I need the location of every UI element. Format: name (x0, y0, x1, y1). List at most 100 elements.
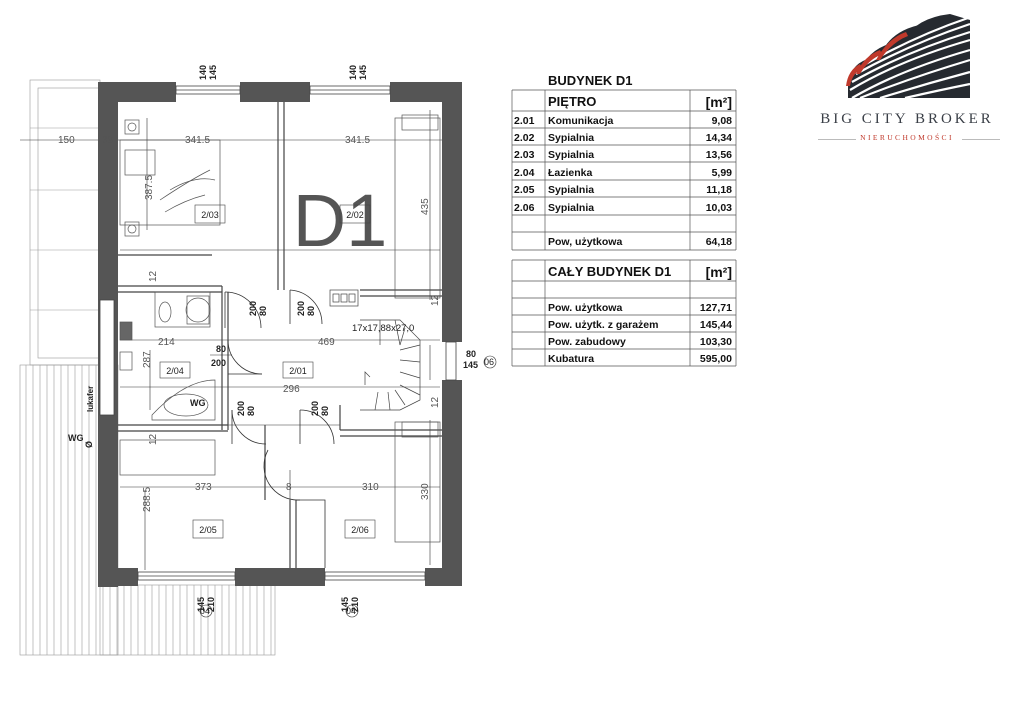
windows (99, 85, 457, 581)
opening-text: 80 (306, 306, 316, 316)
row-name: Łazienka (548, 167, 593, 179)
opening-text: 210 (350, 597, 360, 612)
opening-text: 145 (340, 597, 350, 612)
dim-text: 296 (283, 384, 300, 395)
room-tags: 2/03 2/02 2/04 2/01 2/05 2/06 (159, 204, 376, 539)
row-number: 2.04 (514, 167, 535, 179)
opening-text: 140 (348, 65, 358, 80)
table-texts: BUDYNEK D1 PIĘTRO [m²] 2.01 Komunikacja … (514, 73, 732, 365)
row-value: 127,71 (700, 302, 732, 314)
row-number: 2.05 (514, 184, 535, 196)
room-tag: 2/02 (346, 210, 364, 220)
dim-text: 288.5 (142, 487, 153, 512)
brand-divider (962, 139, 1000, 140)
opening-text: 200 (211, 358, 226, 368)
staircase (329, 289, 421, 411)
opening-text: 145 (463, 360, 478, 370)
wg-symbol: Ø (84, 441, 94, 448)
brand-name: BIG CITY BROKER (820, 111, 994, 127)
total-label: Pow, użytkowa (548, 236, 622, 248)
brand-subtitle: NIERUCHOMOŚCI (860, 133, 954, 142)
row-name: Kubatura (548, 353, 594, 365)
row-name: Pow. zabudowy (548, 336, 626, 348)
terrace-area (19, 79, 276, 656)
table-header-unit: [m²] (706, 94, 732, 110)
dim-text: 12 (148, 270, 159, 282)
row-name: Komunikacja (548, 115, 614, 127)
room-tag: 2/04 (166, 366, 184, 376)
opening-text: 140 (198, 65, 208, 80)
opening-text: 200 (296, 301, 306, 316)
dim-text: 150 (58, 135, 75, 146)
dim-text: 310 (362, 482, 379, 493)
wg-label: WG (68, 433, 84, 443)
row-name: Pow. użytkowa (548, 302, 622, 314)
dim-text: 214 (158, 337, 175, 348)
row-name: Sypialnia (548, 132, 594, 144)
opening-text: 80 (258, 306, 268, 316)
row-name: Sypialnia (548, 184, 594, 196)
dim-text: 12 (430, 396, 441, 408)
brand-logo-icon (846, 14, 971, 100)
opening-text: 04 (346, 606, 356, 616)
dim-text: 469 (318, 337, 335, 348)
dim-text: 12 (148, 433, 159, 445)
dim-text: 387.5 (144, 175, 155, 200)
total-value: 64,18 (706, 236, 732, 248)
brand-divider (818, 139, 856, 140)
dim-text: 373 (195, 482, 212, 493)
opening-text: 145 (208, 65, 218, 80)
row-area: 13,56 (706, 149, 732, 161)
row-name: Sypialnia (548, 149, 594, 161)
room-tag: 2/06 (351, 525, 369, 535)
dim-text: 287 (142, 351, 153, 368)
lukafer-label: lukafer (86, 386, 95, 412)
opening-text: 200 (248, 301, 258, 316)
area-table-floor (511, 89, 737, 251)
opening-text: 80 (246, 406, 256, 416)
opening-text: 145 (196, 597, 206, 612)
opening-text: 80 (216, 344, 226, 354)
opening-text: 80 (320, 406, 330, 416)
table-header-unit: [m²] (706, 264, 732, 280)
opening-text: 80 (466, 349, 476, 359)
dim-text: 8 (286, 482, 292, 493)
row-number: 2.01 (514, 115, 535, 127)
row-number: 2.06 (514, 202, 535, 214)
misc-labels: WG WG Ø lukafer (68, 386, 206, 448)
area-table-building (511, 259, 737, 367)
dim-text: 435 (420, 198, 431, 215)
row-value: 145,44 (700, 319, 732, 331)
row-number: 2.02 (514, 132, 535, 144)
opening-text: 210 (206, 597, 216, 612)
row-area: 9,08 (712, 115, 733, 127)
dim-text: 330 (420, 483, 431, 500)
door-swings (224, 289, 335, 568)
dim-text: 341.5 (345, 135, 370, 146)
table-header-label: CAŁY BUDYNEK D1 (548, 264, 671, 279)
table-header-label: PIĘTRO (548, 94, 596, 109)
room-tag: 2/01 (289, 366, 307, 376)
dimension-texts: 150 39 341.5 341.5 387.5 435 214 469 287… (58, 135, 441, 512)
dim-text: 341.5 (185, 135, 210, 146)
dim-text: 12 (430, 294, 441, 306)
row-area: 10,03 (706, 202, 732, 214)
opening-text: 200 (236, 401, 246, 416)
table-title: BUDYNEK D1 (548, 73, 633, 88)
room-tag: 2/03 (201, 210, 219, 220)
row-name: Sypialnia (548, 202, 594, 214)
dimension-lines (20, 110, 460, 570)
stairs-spec: 17x17,88x27,0 (352, 323, 414, 334)
row-name: Pow. użytk. z garażem (548, 319, 658, 331)
row-area: 11,18 (706, 184, 732, 196)
opening-texts: 140 145 140 145 145 210 04 145 210 04 80… (196, 65, 497, 618)
room-tag: 2/05 (199, 525, 217, 535)
interior-walls (118, 102, 442, 568)
dim-text: 39 (102, 135, 114, 146)
wg-label: WG (190, 398, 206, 408)
row-value: 595,00 (700, 353, 732, 365)
opening-text: 145 (358, 65, 368, 80)
furniture (119, 114, 441, 543)
opening-text: 06 (484, 357, 494, 367)
